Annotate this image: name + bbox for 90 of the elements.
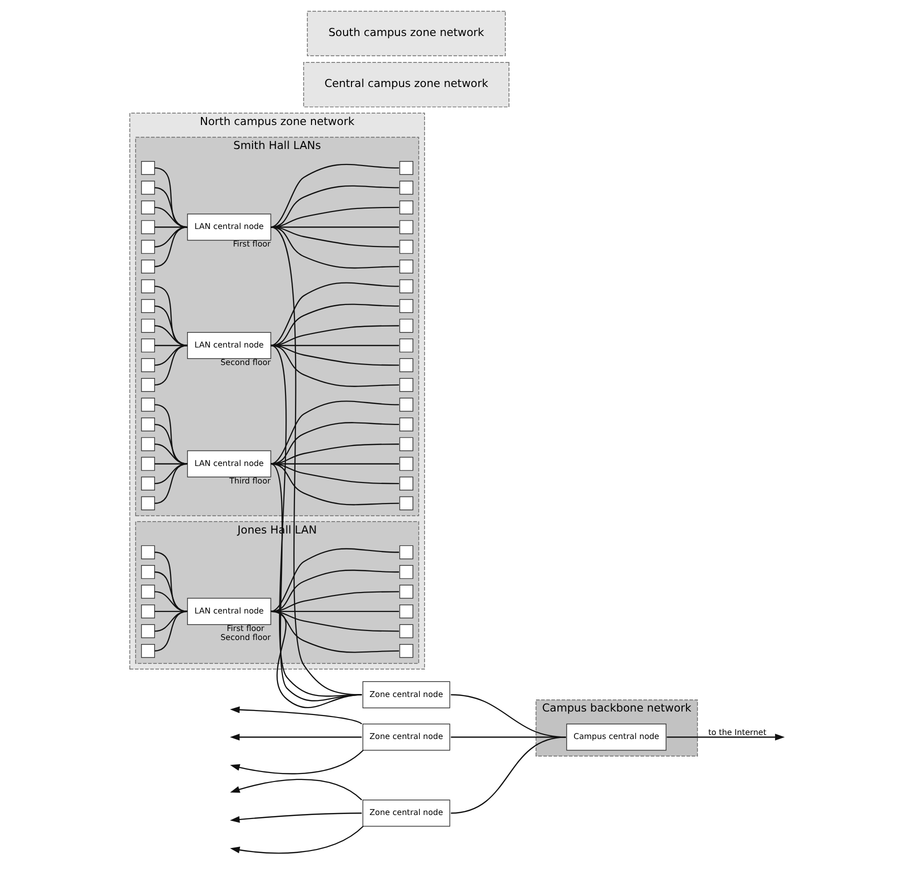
node-box	[140, 604, 154, 618]
node-box	[140, 358, 154, 372]
connector	[154, 610, 187, 612]
node-box	[140, 545, 154, 560]
node-box	[140, 180, 154, 195]
node-box	[398, 456, 413, 471]
node-box	[140, 161, 154, 175]
node-box	[140, 299, 154, 313]
connector	[154, 206, 188, 228]
node-box	[398, 200, 413, 214]
node-box	[398, 476, 413, 491]
node-box	[398, 338, 413, 352]
node-box	[140, 378, 154, 392]
connector	[154, 305, 188, 346]
connector	[154, 463, 188, 504]
connector	[270, 463, 399, 484]
arrow	[229, 812, 362, 823]
connector	[270, 548, 399, 612]
node-box	[398, 220, 413, 234]
node-box	[140, 417, 154, 432]
node-box	[140, 279, 154, 294]
node-box	[140, 624, 154, 638]
node-box	[398, 260, 413, 274]
connector	[154, 167, 188, 228]
node-box	[140, 584, 154, 599]
connector	[154, 226, 188, 248]
node-box	[140, 437, 154, 452]
connector	[154, 552, 188, 612]
node-box	[140, 200, 154, 214]
connector	[270, 463, 362, 702]
node-box	[140, 240, 154, 254]
connector	[270, 226, 399, 269]
connector	[270, 282, 399, 346]
node-box	[140, 456, 154, 471]
arrow	[666, 734, 784, 740]
connector	[154, 187, 188, 228]
node-box	[398, 604, 413, 618]
node-box	[398, 584, 413, 599]
arrow	[229, 734, 362, 740]
node-box	[398, 624, 413, 638]
connector	[154, 571, 188, 612]
arrow	[230, 778, 362, 800]
node-box	[398, 279, 413, 294]
connector	[154, 325, 188, 346]
node-box	[140, 565, 154, 579]
connector	[154, 286, 188, 346]
node-box: Central campus zone network	[302, 62, 509, 108]
connector	[154, 344, 188, 386]
node-box	[140, 220, 154, 234]
connector	[154, 444, 188, 464]
arrow	[230, 826, 364, 854]
node-box	[140, 398, 154, 412]
node-box	[398, 299, 413, 313]
connector	[154, 226, 187, 228]
connector	[270, 164, 399, 228]
node-box	[140, 338, 154, 352]
node-box: South campus zone network	[306, 10, 506, 56]
connector	[154, 610, 188, 652]
node-box	[398, 161, 413, 175]
connector	[270, 610, 362, 708]
connector	[154, 591, 188, 612]
node-box	[398, 240, 413, 254]
node-box	[398, 644, 413, 658]
node-box	[398, 545, 413, 560]
connector	[270, 400, 399, 464]
node-box	[398, 358, 413, 372]
node-box	[140, 476, 154, 491]
arrow	[230, 706, 362, 724]
connector	[154, 344, 187, 346]
connector	[154, 404, 188, 464]
node-box	[398, 180, 413, 195]
node-box	[140, 644, 154, 658]
connector	[270, 344, 399, 366]
connector	[270, 463, 399, 506]
connector	[270, 226, 399, 248]
node-box	[140, 260, 154, 274]
node-box	[398, 398, 413, 412]
node-box	[398, 437, 413, 452]
node-box	[398, 378, 413, 392]
node-box	[140, 496, 154, 510]
node-box	[398, 417, 413, 432]
node-box	[140, 318, 154, 333]
connector	[450, 736, 566, 814]
connector	[154, 424, 188, 464]
node-box	[398, 496, 413, 510]
node-box	[398, 565, 413, 579]
arrow	[230, 750, 364, 774]
connector	[270, 344, 399, 387]
connector	[154, 226, 188, 268]
node-box	[398, 318, 413, 333]
